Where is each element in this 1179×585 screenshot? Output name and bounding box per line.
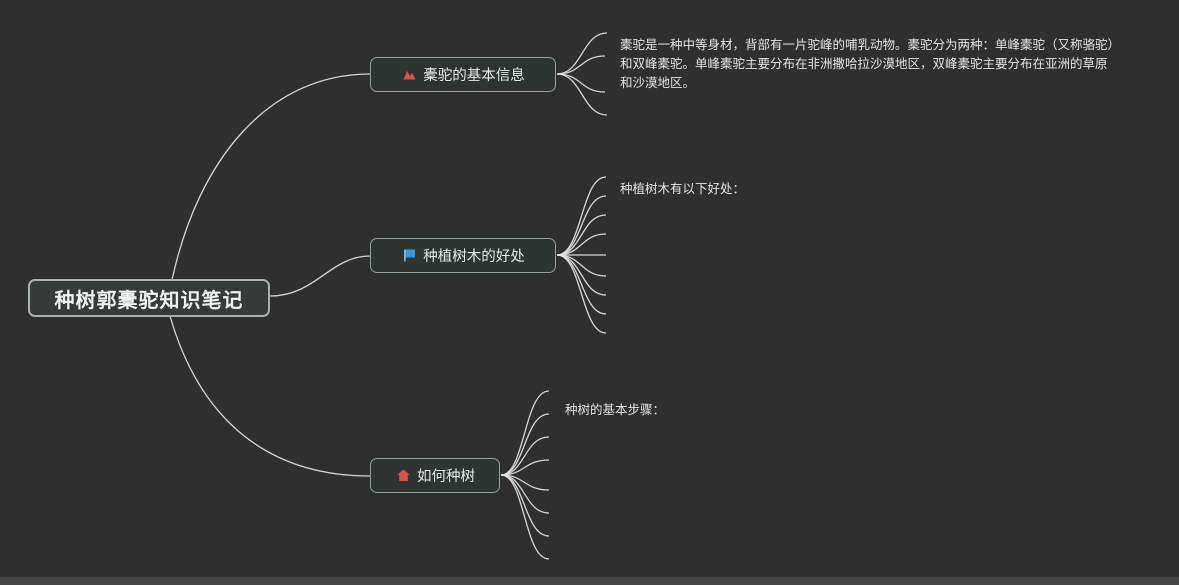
connector-branch3-child xyxy=(500,474,550,491)
connector-branch1-child xyxy=(556,32,608,75)
connector-branch2-child xyxy=(556,176,607,256)
connector-branch2-child xyxy=(556,254,607,277)
branch-node-how-to-plant[interactable]: 如何种树 xyxy=(370,458,500,493)
connector-branch2-child xyxy=(556,195,607,256)
connector-branch3-child xyxy=(500,474,550,560)
connector-branch2-child xyxy=(556,214,607,256)
branch-label: 如何种树 xyxy=(417,469,475,485)
root-node[interactable]: 种树郭橐驼知识笔记 xyxy=(28,279,270,317)
child-node-benefits-intro[interactable]: 种植树木有以下好处： xyxy=(620,182,746,196)
bottom-edge xyxy=(0,577,1179,585)
blue-flag-icon xyxy=(401,248,417,264)
connector-root-branch3 xyxy=(169,315,371,477)
connector-branch3-child xyxy=(500,474,550,537)
branch-label: 种植树木的好处 xyxy=(423,249,525,265)
red-home-icon xyxy=(395,468,411,484)
connector-branch1-child xyxy=(556,73,606,93)
connector-branch2-child xyxy=(556,254,607,296)
child-node-steps-intro[interactable]: 种树的基本步骤： xyxy=(565,403,666,417)
connector-branch3-child xyxy=(500,459,550,476)
connector-branch3-child xyxy=(500,390,550,476)
child-node-camel-description[interactable]: 橐驼是一种中等身材，背部有一片驼峰的哺乳动物。橐驼分为两种：单峰橐驼（又称骆驼）… xyxy=(620,38,1114,90)
branch-node-tree-benefits[interactable]: 种植树木的好处 xyxy=(370,238,556,273)
connector-root-branch2 xyxy=(269,255,371,297)
connector-branch3-child xyxy=(500,474,550,514)
connector-branch3-child xyxy=(500,413,550,476)
connector-branch1-child xyxy=(556,73,608,116)
connector-branch3-child xyxy=(500,436,550,476)
connector-root-branch1 xyxy=(171,73,371,281)
connector-branch2-child xyxy=(556,233,607,256)
connector-branch2-child xyxy=(556,254,607,334)
branch-label: 橐驼的基本信息 xyxy=(423,68,525,84)
red-marker-icon xyxy=(401,67,417,83)
root-label: 种树郭橐驼知识笔记 xyxy=(54,289,244,312)
connector-branch1-child xyxy=(556,55,606,75)
branch-node-camel-basic-info[interactable]: 橐驼的基本信息 xyxy=(370,57,556,92)
connector-branch2-child xyxy=(556,254,607,315)
